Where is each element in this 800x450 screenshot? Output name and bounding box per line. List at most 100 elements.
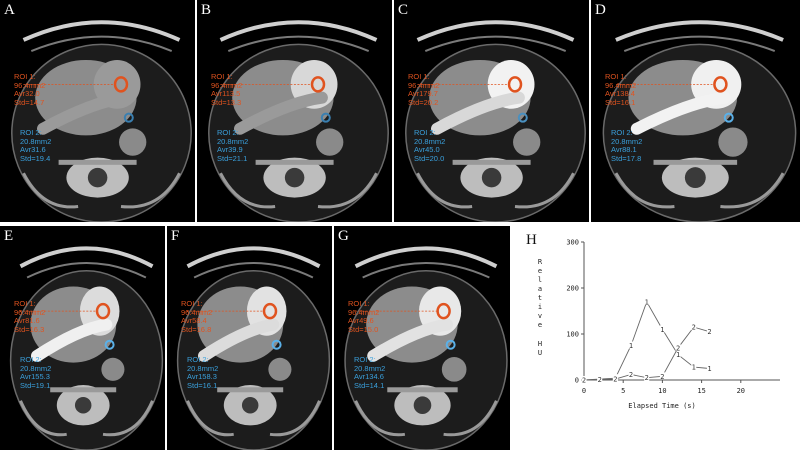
ct-scan-image (208, 20, 389, 222)
ct-scan-image (176, 246, 331, 450)
roi2-marker (320, 112, 331, 123)
series-2-point: 2 (692, 324, 696, 332)
x-tick-label: 20 (737, 387, 745, 395)
panel-label: A (4, 2, 15, 18)
svg-text:v: v (538, 312, 542, 320)
x-tick-label: 10 (658, 387, 666, 395)
roi1-std: Std=15.0 (348, 324, 379, 334)
roi2-area: 20.8mm2 (611, 136, 643, 146)
ct-scan-image (11, 20, 192, 222)
series-2-point-bg (612, 375, 618, 383)
roi2-marker (723, 112, 734, 123)
series-2-point: 2 (645, 374, 649, 382)
roi2-avg: Avr31.6 (20, 145, 46, 154)
roi2-std: Std=20.0 (414, 153, 445, 163)
series-1-point-bg (644, 297, 650, 305)
roi2-marker (123, 112, 134, 123)
roi2-area: 20.8mm2 (414, 136, 446, 146)
roi1-area: 96.4mm2 (181, 307, 213, 317)
roi2-avg: Avr155.3 (20, 372, 50, 381)
panel-label: F (171, 228, 180, 244)
roi2-marker (517, 112, 528, 123)
roi1-marker (95, 302, 111, 320)
roi2-title: ROI 2: (354, 355, 376, 364)
x-axis-label: Elapsed Time (s) (628, 402, 695, 410)
roi1-area: 96.4mm2 (605, 80, 637, 90)
roi2-avg: Avr45.0 (414, 145, 440, 154)
roi2-area: 20.8mm2 (187, 363, 219, 373)
svg-text:l: l (538, 276, 542, 284)
series-1-line (583, 300, 710, 381)
ct-scan-image (344, 246, 508, 450)
roi1-area: 96.4mm2 (14, 80, 46, 90)
series-2-point-bg (628, 370, 634, 378)
series-2-point: 2 (660, 373, 664, 381)
series-1-point: 1 (645, 298, 649, 306)
series-2-point: 2 (598, 376, 602, 384)
roi1-avg: Avr49.6 (348, 316, 374, 325)
roi2-area: 20.8mm2 (20, 136, 52, 146)
chart-panel-label: H (526, 232, 537, 248)
roi1-marker (507, 76, 523, 93)
roi2-avg: Avr88.1 (611, 145, 637, 154)
roi2-title: ROI 2: (20, 128, 42, 137)
y-tick-label: 100 (566, 331, 579, 339)
ct-scan-image (405, 20, 586, 222)
roi1-std: Std=13.3 (211, 97, 242, 107)
roi1-avg: Avr138.4 (605, 89, 635, 98)
series-1-point-bg (706, 364, 712, 372)
roi2-avg: Avr158.3 (187, 372, 217, 381)
roi1-avg: Avr179.7 (408, 89, 438, 98)
svg-text:a: a (538, 285, 542, 293)
series-1-point-bg (628, 341, 634, 349)
roi2-area: 20.8mm2 (20, 363, 52, 373)
series-1-point: 1 (676, 351, 680, 359)
series-2-point: 2 (613, 376, 617, 384)
series-2-point: 2 (629, 371, 633, 379)
roi2-std: Std=14.1 (354, 380, 385, 390)
ct-scan-image (9, 246, 164, 450)
series-1-point: 1 (660, 326, 664, 334)
roi1-avg: Avr113.5 (211, 89, 241, 98)
roi2-area: 20.8mm2 (354, 363, 386, 373)
series-2-point-bg (581, 376, 587, 383)
roi2-title: ROI 2: (414, 128, 436, 137)
roi1-area: 96.4mm2 (211, 80, 243, 90)
roi1-std: Std=20.2 (408, 97, 439, 107)
ct-scan-image (602, 20, 797, 222)
series-2-line (583, 326, 710, 381)
roi1-title: ROI 1: (348, 299, 370, 308)
roi1-marker (113, 76, 129, 93)
roi2-title: ROI 2: (217, 128, 239, 137)
roi1-avg: Avr58.4 (181, 316, 207, 325)
roi2-avg: Avr134.6 (354, 372, 384, 381)
series-1-point: 1 (707, 365, 711, 373)
svg-text:R: R (538, 258, 543, 266)
series-1-point-bg (691, 363, 697, 371)
series-2-point: 2 (582, 377, 586, 385)
series-1-point-bg (659, 325, 665, 333)
series-2-point: 2 (676, 344, 680, 352)
roi2-marker (271, 339, 282, 350)
panel-label: E (4, 228, 14, 244)
roi1-title: ROI 1: (605, 72, 627, 81)
roi2-title: ROI 2: (611, 128, 633, 137)
roi2-marker (445, 339, 456, 350)
panel-label: C (398, 2, 409, 18)
roi2-avg: Avr39.9 (217, 145, 243, 154)
